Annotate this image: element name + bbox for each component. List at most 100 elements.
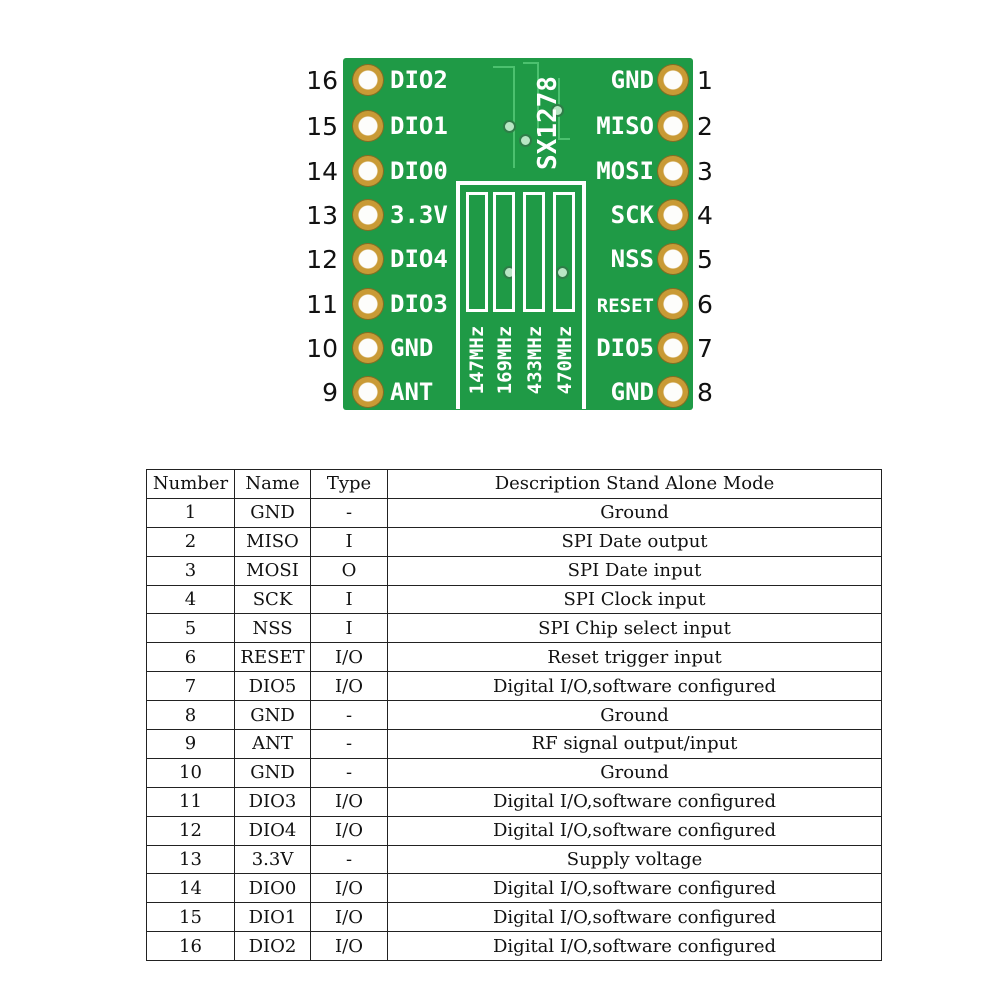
cell-description: Digital I/O,software configured xyxy=(387,873,882,904)
pin-label: DIO0 xyxy=(390,157,448,185)
cell-name: NSS xyxy=(234,613,311,644)
frequency-slot xyxy=(493,192,515,312)
cell-description: Digital I/O,software configured xyxy=(387,815,882,846)
cell-number: 4 xyxy=(146,584,235,615)
cell-description: RF signal output/input xyxy=(387,729,882,759)
cell-name: DIO3 xyxy=(234,786,311,817)
pin-number: 13 xyxy=(306,201,338,230)
pin-label: DIO4 xyxy=(390,245,448,273)
pin-label: ANT xyxy=(390,378,434,406)
cell-number: 8 xyxy=(146,700,235,731)
cell-description: Supply voltage xyxy=(387,844,882,875)
frequency-slot xyxy=(466,192,488,312)
header-description: Description Stand Alone Mode xyxy=(387,469,882,499)
cell-description: Digital I/O,software configured xyxy=(387,671,882,702)
solder-pad xyxy=(658,200,688,230)
cell-number: 2 xyxy=(146,526,235,557)
header-name: Name xyxy=(234,469,311,499)
solder-pad xyxy=(658,111,688,141)
cell-description: SPI Clock input xyxy=(387,584,882,615)
cell-name: RESET xyxy=(234,642,311,673)
pin-number: 8 xyxy=(697,378,713,407)
frequency-slot xyxy=(553,192,575,312)
cell-type: I/O xyxy=(310,873,388,904)
solder-pad xyxy=(353,111,383,141)
cell-name: ANT xyxy=(234,729,311,759)
cell-number: 10 xyxy=(146,757,235,788)
cell-number: 7 xyxy=(146,671,235,702)
cell-number: 11 xyxy=(146,786,235,817)
solder-pad xyxy=(658,377,688,407)
pin-label: RESET xyxy=(596,295,654,317)
cell-number: 1 xyxy=(146,497,235,528)
frequency-selector-box xyxy=(456,181,586,409)
cell-description: Ground xyxy=(387,497,882,528)
pin-label: SCK xyxy=(610,201,654,229)
cell-description: Digital I/O,software configured xyxy=(387,786,882,817)
cell-description: SPI Chip select input xyxy=(387,613,882,644)
solder-pad xyxy=(353,65,383,95)
pin-number: 7 xyxy=(697,334,713,363)
cell-description: Reset trigger input xyxy=(387,642,882,673)
solder-pad xyxy=(353,156,383,186)
pin-label: NSS xyxy=(610,245,654,273)
cell-type: - xyxy=(310,844,388,875)
pin-number: 3 xyxy=(697,157,713,186)
cell-number: 9 xyxy=(146,729,235,759)
solder-pad xyxy=(353,289,383,319)
cell-type: I/O xyxy=(310,931,388,962)
pin-number: 10 xyxy=(306,334,338,363)
cell-name: DIO1 xyxy=(234,902,311,933)
pin-number: 14 xyxy=(306,157,338,186)
pin-number: 12 xyxy=(306,245,338,274)
cell-type: I/O xyxy=(310,786,388,817)
solder-pad xyxy=(353,377,383,407)
cell-description: Digital I/O,software configured xyxy=(387,902,882,933)
pcb-via xyxy=(551,104,564,117)
cell-description: Ground xyxy=(387,757,882,788)
solder-pad xyxy=(353,244,383,274)
cell-number: 3 xyxy=(146,555,235,586)
pin-label: GND xyxy=(610,378,654,406)
pin-number: 15 xyxy=(306,112,338,141)
cell-type: I xyxy=(310,613,388,644)
pcb-via xyxy=(556,266,569,279)
solder-pad xyxy=(353,333,383,363)
solder-pad xyxy=(658,289,688,319)
cell-type: I/O xyxy=(310,815,388,846)
header-number: Number xyxy=(146,469,235,499)
pin-number: 6 xyxy=(697,290,713,319)
cell-description: SPI Date output xyxy=(387,526,882,557)
pin-label: MOSI xyxy=(596,157,654,185)
solder-pad xyxy=(658,333,688,363)
cell-number: 6 xyxy=(146,642,235,673)
frequency-slot xyxy=(523,192,545,312)
cell-name: MISO xyxy=(234,526,311,557)
cell-description: Ground xyxy=(387,700,882,731)
pin-number: 4 xyxy=(697,201,713,230)
cell-name: SCK xyxy=(234,584,311,615)
cell-type: - xyxy=(310,497,388,528)
cell-name: GND xyxy=(234,497,311,528)
cell-number: 5 xyxy=(146,613,235,644)
frequency-label: 433MHz xyxy=(524,325,546,395)
cell-type: I/O xyxy=(310,902,388,933)
pin-label: 3.3V xyxy=(390,201,448,229)
pin-label: DIO1 xyxy=(390,112,448,140)
cell-name: 3.3V xyxy=(234,844,311,875)
cell-name: MOSI xyxy=(234,555,311,586)
solder-pad xyxy=(658,156,688,186)
cell-name: GND xyxy=(234,700,311,731)
pin-label: DIO5 xyxy=(596,334,654,362)
cell-number: 15 xyxy=(146,902,235,933)
